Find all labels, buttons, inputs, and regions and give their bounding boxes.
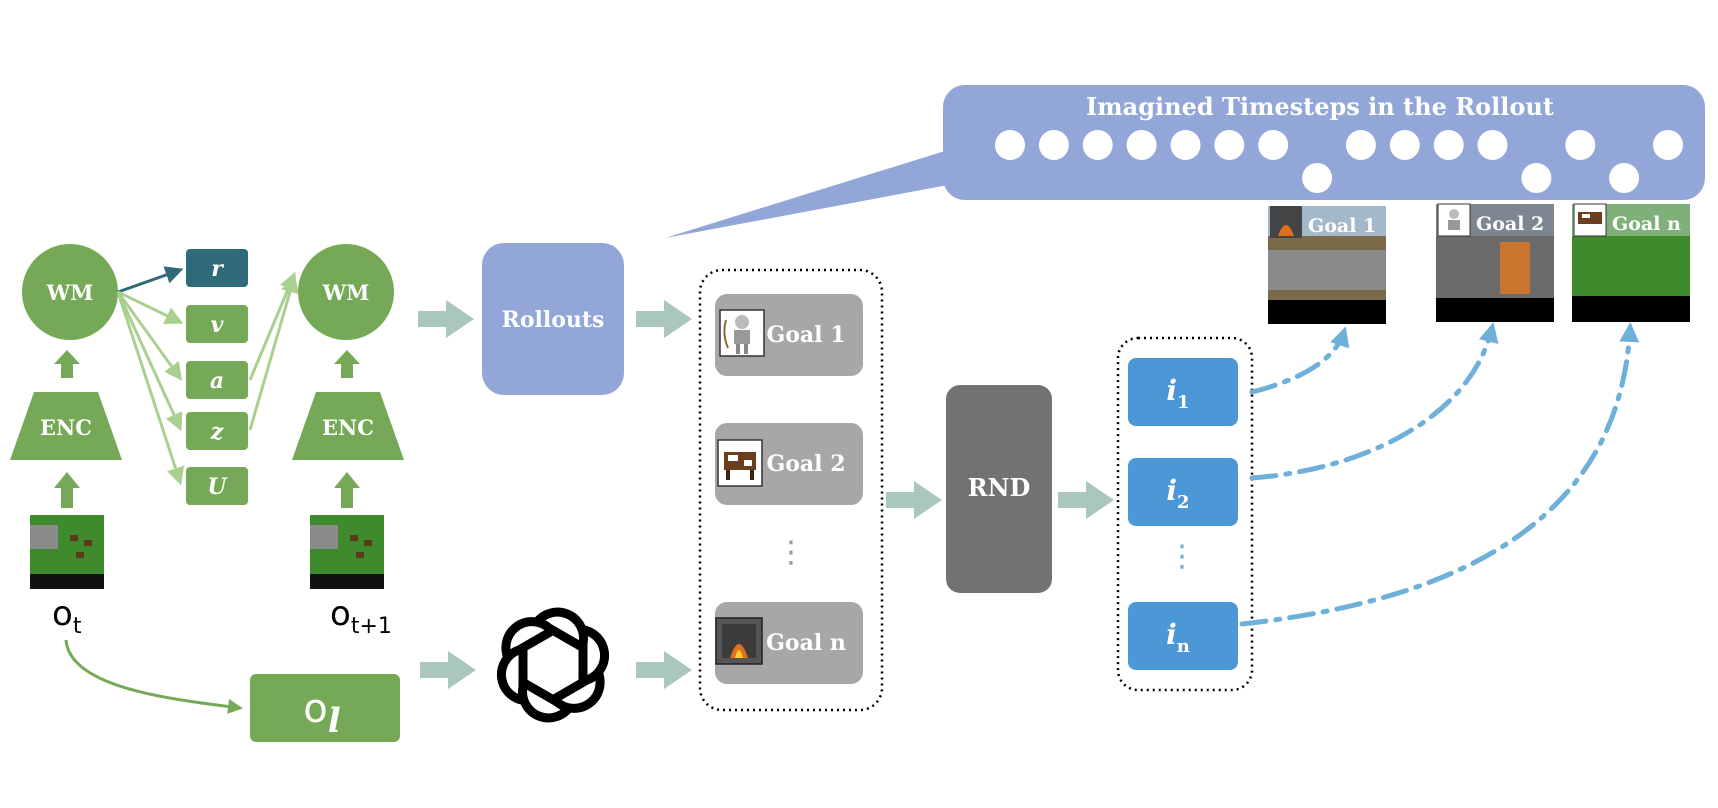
output-r-label: r: [211, 256, 224, 282]
timestep-dot: [1565, 130, 1596, 160]
encoder-t1: [292, 392, 404, 460]
timestep-dot: [1214, 130, 1245, 160]
goal-frame-2: Goal 2: [1436, 203, 1554, 322]
output-a-label: a: [210, 368, 224, 394]
output-a-box: [186, 361, 248, 399]
obs-label-t: ot: [52, 594, 82, 639]
wm-output-edges: [116, 266, 299, 486]
flow-arrows: [418, 300, 1114, 689]
imagined-title: Imagined Timesteps in the Rollout: [1086, 92, 1554, 121]
goal-frame-1: Goal 1: [1268, 206, 1386, 324]
goals-container: [698, 268, 884, 712]
output-z-label: z: [210, 419, 224, 445]
output-v-box: [186, 305, 248, 343]
intrinsic-2-box: [1128, 458, 1238, 526]
rnd-label: RND: [968, 473, 1031, 502]
imagined-bubble-tail: [665, 150, 948, 238]
encoder-t: [10, 392, 122, 460]
language-obs-main: o: [303, 686, 327, 732]
intrinsic-to-goal-arrows: [1239, 322, 1640, 627]
goal-n-label: Goal n: [766, 630, 846, 656]
wm-node-t1: [298, 244, 394, 340]
goals-ellipsis: ⋮: [776, 535, 806, 570]
wm-output-list: r v a z U: [186, 249, 248, 505]
output-u-box: [186, 467, 248, 505]
language-obs-sub: l: [328, 701, 341, 741]
intrinsic-2-sub: 2: [1177, 492, 1190, 513]
intrinsic-n-label: in: [1166, 618, 1190, 657]
output-z-box: [186, 412, 248, 450]
timestep-dot: [1609, 163, 1640, 193]
timestep-dot: [1345, 130, 1376, 160]
intrinsic-1-label: i1: [1166, 374, 1189, 413]
timestep-dot: [995, 130, 1025, 160]
obs-label-t1-main: o: [330, 594, 351, 634]
goal-2-label: Goal 2: [766, 451, 845, 477]
obs-label-t-main: o: [52, 594, 73, 634]
language-obs-label: ol: [303, 686, 340, 741]
timestep-dot: [1170, 130, 1201, 160]
obs-label-t-sub: t: [73, 614, 82, 639]
wm-label-t1: WM: [322, 280, 370, 305]
language-obs-box: [250, 674, 400, 742]
encoder-label-t: ENC: [40, 415, 92, 440]
goal-frame-1-label: Goal 1: [1308, 215, 1376, 237]
timestep-dot: [1258, 130, 1289, 160]
up-arrows: [54, 350, 360, 508]
intrinsic-1-sub: 1: [1177, 392, 1190, 413]
timestep-dot: [1389, 130, 1420, 160]
imagined-bubble: [943, 85, 1705, 200]
intrinsic-n-sub: n: [1177, 636, 1190, 657]
intrinsic-ellipsis: ⋮: [1167, 539, 1197, 574]
intrinsic-2-label: i2: [1166, 474, 1189, 513]
goal-frame-n-label: Goal n: [1612, 213, 1681, 235]
obs-frame-t: [30, 515, 104, 589]
timestep-dot: [1653, 130, 1683, 160]
furnace-icon: [715, 617, 763, 665]
goal-frame-2-label: Goal 2: [1476, 213, 1544, 235]
openai-logo-icon: [496, 607, 610, 723]
goal-1-label: Goal 1: [766, 322, 845, 348]
timestep-dot: [1433, 130, 1464, 160]
output-r-box: [186, 249, 248, 287]
obs-frame-t1: [310, 515, 384, 589]
timestep-dots: [995, 130, 1683, 193]
goal-frame-n: Goal n: [1572, 203, 1690, 322]
intrinsic-n-box: [1128, 602, 1238, 670]
timestep-dot: [1477, 130, 1508, 160]
rnd-box: [946, 385, 1052, 593]
intrinsic-1-main: i: [1166, 374, 1177, 407]
intrinsic-1-box: [1128, 358, 1238, 426]
wm-label-t: WM: [46, 280, 94, 305]
timestep-dot: [1521, 163, 1552, 193]
rollouts-box: [482, 243, 624, 395]
intrinsic-n-main: i: [1166, 618, 1177, 651]
obs-label-t1-sub: t+1: [351, 614, 392, 639]
skeleton-icon: [719, 309, 765, 357]
encoder-label-t1: ENC: [322, 415, 374, 440]
output-v-label: v: [211, 312, 224, 338]
timestep-dot: [1302, 163, 1333, 193]
obs-to-language-arrow: [64, 639, 243, 714]
output-u-label: U: [207, 474, 228, 500]
wm-node-t: [22, 244, 118, 340]
cow-icon: [717, 439, 763, 487]
timestep-dot: [1082, 130, 1113, 160]
rollouts-label: Rollouts: [502, 307, 605, 333]
intrinsic-2-main: i: [1166, 474, 1177, 507]
obs-label-t1: ot+1: [330, 594, 392, 639]
timestep-dot: [1126, 130, 1157, 160]
timestep-dot: [1038, 130, 1069, 160]
